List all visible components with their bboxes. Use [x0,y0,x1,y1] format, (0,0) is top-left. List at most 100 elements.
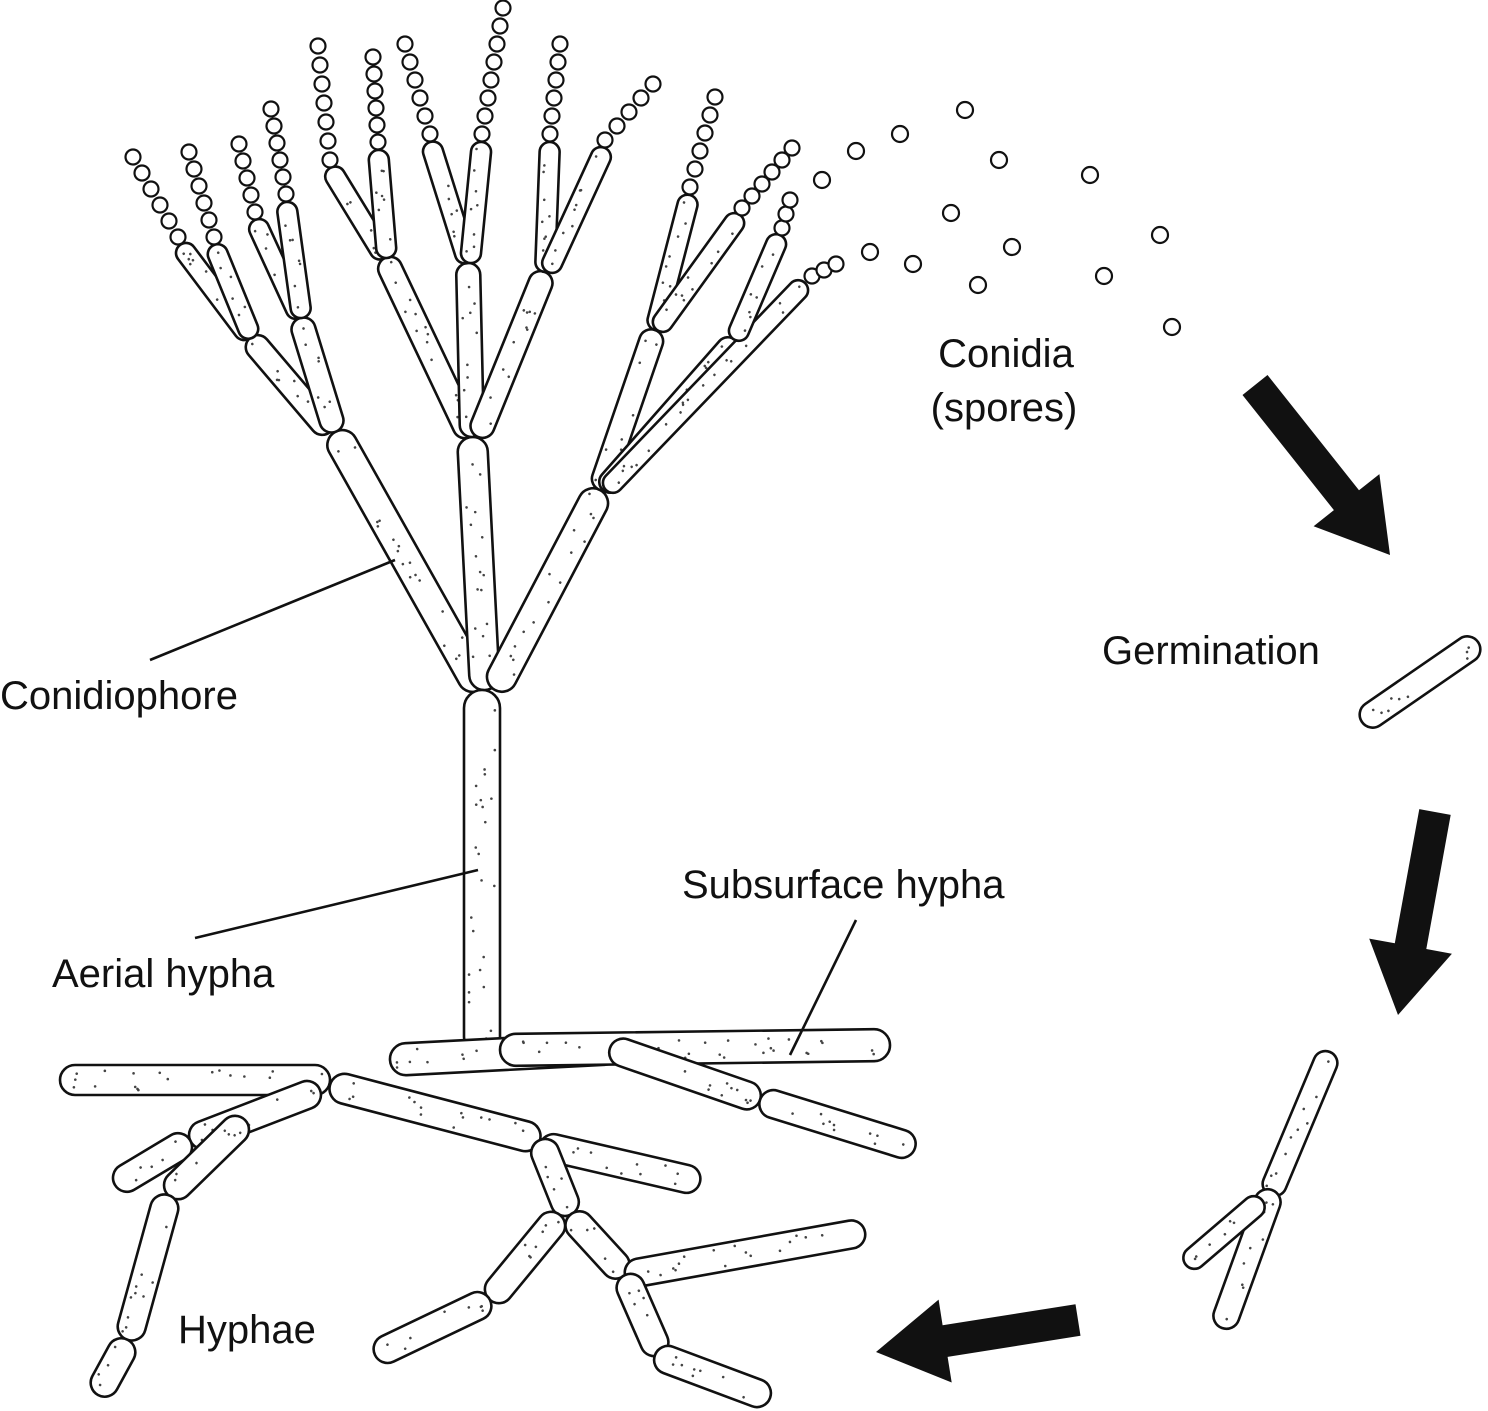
conidium [814,172,830,188]
conidium [490,37,505,52]
conidium [553,37,568,52]
conidium [892,126,908,142]
hypha-cell [86,1333,141,1401]
conidium [1096,268,1112,284]
conidium [317,96,332,111]
conidium [321,134,336,149]
conidium [783,193,798,208]
conidium [171,230,186,245]
hypha-cell [756,1087,919,1162]
conidia-label: Conidia [938,332,1074,376]
conidium [1004,239,1020,255]
conidium [708,90,723,105]
conidium [403,55,418,70]
subsurface-hypha-label: Subsurface hypha [682,863,1005,907]
conidium [478,109,493,124]
conidium [423,127,438,142]
conidium [135,166,150,181]
conidium [943,205,959,221]
spores-label: (spores) [931,386,1078,430]
hypha-cell [500,1029,890,1066]
conidium [370,118,385,133]
conidiophore-branch [482,483,614,697]
conidium [646,77,661,92]
conidium [276,170,291,185]
conidium [267,119,282,134]
conidium [634,91,649,106]
conidiophore-label: Conidiophore [0,674,238,718]
conidium [273,153,288,168]
conidium [622,105,637,120]
conidium [264,102,279,117]
hypha-cell [326,1070,544,1154]
conidium [413,91,428,106]
conidium [543,127,558,142]
hypha-cell [623,1218,868,1289]
conidium [162,214,177,229]
conidium [279,187,294,202]
conidium [182,145,197,160]
conidium [475,127,490,142]
conidium [481,91,496,106]
conidium [313,58,328,73]
germination-label: Germination [1102,629,1320,673]
conidium [848,143,864,159]
conidium [905,256,921,272]
conidium [1082,167,1098,183]
hypha-cell [479,1206,571,1309]
conidiophore-branch [460,141,492,264]
conidium [366,50,381,65]
arrow-conidia-to-germination [1243,375,1391,555]
conidium [703,108,718,123]
conidium [829,257,844,272]
conidium [610,119,625,134]
conidium [323,153,338,168]
conidium [688,162,703,177]
conidium [408,73,423,88]
conidium [311,39,326,54]
hypha-cell [650,1342,775,1411]
hypha-cell [369,1287,496,1367]
conidium [197,196,212,211]
hyphae-label: Hyphae [178,1308,316,1352]
conidium [496,1,511,16]
conidium [775,221,790,236]
conidium [315,77,330,92]
hypha-cell [1259,1047,1341,1199]
conidium [398,37,413,52]
conidium [126,150,141,165]
conidium [418,109,433,124]
hypha-cell [115,1191,182,1343]
conidium [683,180,698,195]
conidium [236,154,251,169]
conidium [785,141,800,156]
arrow-germination-to-branching [1369,809,1452,1015]
conidium [367,67,382,82]
conidium [270,136,285,151]
conidium [369,101,384,116]
conidium [368,84,383,99]
conidium [1152,227,1168,243]
conidium [319,115,334,130]
conidium [549,73,564,88]
conidium [862,244,878,260]
conidium [957,102,973,118]
arrow-branching-to-hyphae [876,1300,1081,1383]
conidium [693,144,708,159]
conidium [244,188,259,203]
conidium [547,91,562,106]
conidium [1164,319,1180,335]
conidium [240,171,255,186]
conidium [487,55,502,70]
conidium [202,213,217,228]
conidium [248,205,263,220]
conidium [698,126,713,141]
conidium [232,137,247,152]
conidium [153,198,168,213]
conidium [371,135,386,150]
aerial-hypha-label: Aerial hypha [52,952,275,996]
leader-line [195,870,478,938]
conidium [779,207,794,222]
conidium [484,73,499,88]
